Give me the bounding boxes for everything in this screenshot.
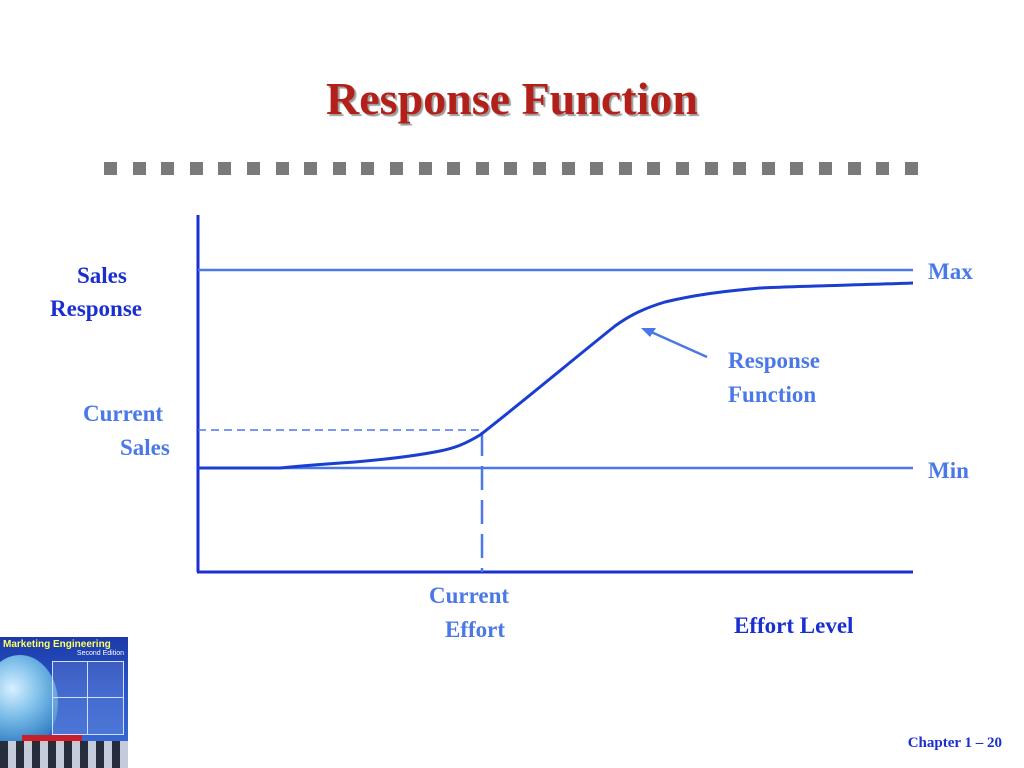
divider-dot (790, 162, 803, 175)
chapter-page-number: Chapter 1 – 20 (907, 735, 1002, 751)
divider-dot (447, 162, 460, 175)
current-effort-label-line1: Current (429, 583, 510, 608)
divider-dot (876, 162, 889, 175)
book-title: Marketing Engineering (3, 639, 111, 650)
chessboard-graphic (0, 741, 128, 768)
arrowhead (641, 328, 656, 337)
divider-dot (161, 162, 174, 175)
divider-dot (819, 162, 832, 175)
min-label: Min (928, 458, 969, 483)
divider-dot (676, 162, 689, 175)
divider-dot (533, 162, 546, 175)
curve-label-line2: Function (728, 382, 817, 407)
book-edition: Second Edition (76, 650, 124, 657)
book-cover-thumbnail: Marketing Engineering Second Edition (0, 637, 128, 768)
divider-dot (304, 162, 317, 175)
divider-dot (333, 162, 346, 175)
divider-dot (247, 162, 260, 175)
divider-dot (905, 162, 918, 175)
divider-dot (361, 162, 374, 175)
response-curve (198, 281, 914, 470)
divider-dot (390, 162, 403, 175)
slide-title: Response Function (326, 73, 698, 124)
y-axis-label-line1: Sales (77, 263, 127, 288)
divider-dot (190, 162, 203, 175)
curve-pointer-arrow (648, 329, 708, 359)
max-label: Max (928, 259, 973, 284)
divider-dot (762, 162, 775, 175)
divider-dot (276, 162, 289, 175)
divider-dot (590, 162, 603, 175)
x-axis-label: Effort Level (734, 613, 854, 638)
current-sales-label-line1: Current (83, 401, 164, 426)
current-effort-label-line2: Effort (445, 617, 506, 642)
portfolio-matrix-graphic (52, 661, 124, 735)
curve-label-line1: Response (728, 348, 821, 373)
divider-dot (504, 162, 517, 175)
divider-dot (476, 162, 489, 175)
divider-dot (705, 162, 718, 175)
divider-dot (733, 162, 746, 175)
y-axis-label-line2: Response (50, 296, 143, 321)
divider-dot (562, 162, 575, 175)
divider-dot (133, 162, 146, 175)
divider-dot (218, 162, 231, 175)
divider-dot (104, 162, 117, 175)
divider-dot (647, 162, 660, 175)
divider-dot (848, 162, 861, 175)
divider-dot (619, 162, 632, 175)
divider-dot (419, 162, 432, 175)
dotted-divider (104, 162, 920, 178)
current-sales-label-line2: Sales (120, 435, 170, 460)
